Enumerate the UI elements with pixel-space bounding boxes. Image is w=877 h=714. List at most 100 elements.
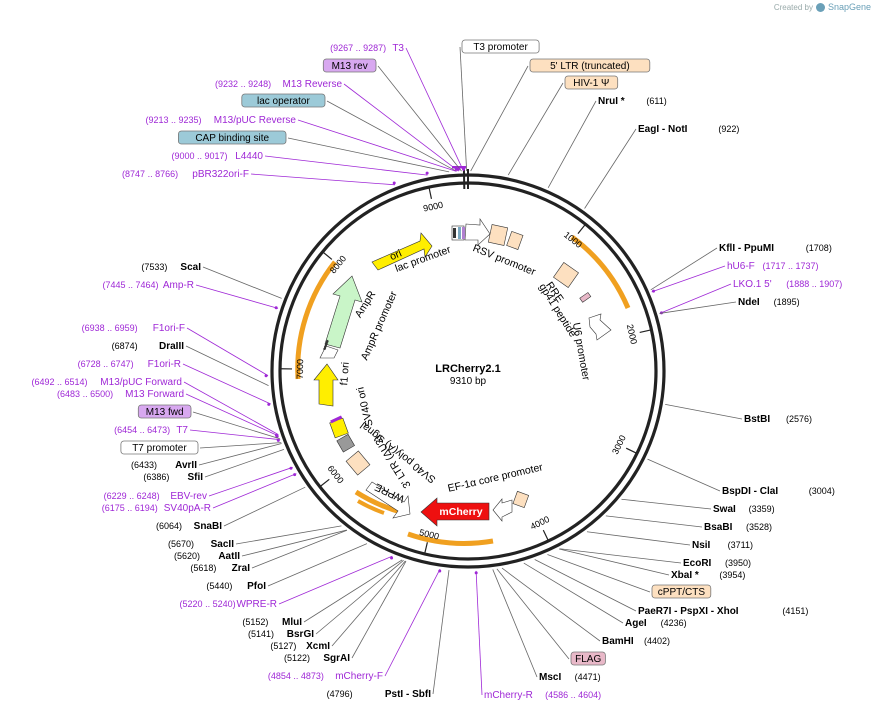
site-pos-8: (1895) — [774, 297, 800, 307]
feature-label-right-1: 5' LTR (truncated) — [550, 61, 630, 72]
tick-label-6000: 6000 — [325, 463, 345, 485]
feature-mcherry — [420, 497, 490, 527]
site-pos-l29: (5141) — [248, 629, 274, 639]
primer-range-l2: (9232 .. 9248) — [215, 79, 271, 89]
leader-left-33 — [432, 570, 450, 695]
primer-mark-f1 — [323, 339, 329, 351]
feature-arc-bla — [295, 260, 337, 380]
leader-left-20 — [208, 466, 293, 497]
primer-site-left-12 — [267, 402, 271, 406]
primer-site-left-20 — [289, 466, 293, 470]
leader-left-0 — [405, 47, 464, 172]
feature-label-left-17: T7 promoter — [132, 443, 187, 454]
primer-name-l32: mCherry-F — [335, 671, 383, 682]
site-name-18: AgeI — [625, 618, 647, 629]
primer-range-7: (1888 .. 1907) — [786, 279, 842, 289]
leader-left-5 — [287, 137, 450, 173]
site-pos-l22: (6064) — [156, 521, 182, 531]
leader-right-22 — [475, 570, 483, 696]
primer-range-l7: (8747 .. 8766) — [122, 169, 178, 179]
site-name-4: EagI - NotI — [638, 124, 688, 135]
feature-rre — [553, 262, 579, 288]
site-pos-10: (3004) — [809, 486, 835, 496]
leader-right-18 — [523, 562, 624, 624]
feature-label-right-20: FLAG — [575, 654, 601, 665]
site-name-l30: XcmI — [306, 641, 330, 652]
feature-label-box-right-0 — [461, 39, 540, 54]
site-name-13: NsiI — [692, 540, 711, 551]
leader-left-25 — [251, 529, 348, 569]
leader-right-17 — [534, 559, 637, 612]
primer-name-l27: WPRE-R — [236, 599, 277, 610]
leader-right-1 — [470, 65, 529, 172]
site-pos-21: (4471) — [575, 672, 601, 682]
primer-range-l14: (6483 .. 6500) — [57, 389, 113, 399]
leader-left-1 — [377, 65, 462, 172]
primer-range-l9: (7445 .. 7464) — [102, 280, 158, 290]
site-name-l23: SacII — [211, 539, 235, 550]
credit-watermark: Created by SnapGene — [774, 2, 871, 12]
site-pos-17: (4151) — [782, 606, 808, 616]
leader-left-6 — [264, 155, 428, 176]
tick-3000 — [625, 447, 638, 454]
site-pos-14: (3950) — [725, 558, 751, 568]
leader-right-0 — [459, 46, 468, 172]
leader-right-8 — [659, 301, 737, 314]
site-name-21: MscI — [539, 672, 561, 683]
feature-m13rev — [462, 227, 465, 239]
leader-left-7 — [250, 173, 395, 186]
feature-label-right-2: HIV-1 Ψ — [573, 78, 609, 89]
leader-left-14 — [185, 393, 280, 437]
primer-site-left-2 — [456, 167, 460, 171]
leader-right-6 — [651, 265, 726, 293]
primer-site-right-6 — [652, 289, 656, 293]
feature-label-box-right-2 — [564, 75, 619, 90]
site-name-l31: SgrAI — [323, 653, 350, 664]
inner-feature-label-12: EF-1α core promoter — [447, 461, 545, 495]
primer-site-left-4 — [454, 167, 458, 171]
primer-name-l14: M13 Forward — [125, 389, 184, 400]
primer-mark-top — [452, 166, 466, 169]
primer-name-l4: M13/pUC Reverse — [214, 115, 297, 126]
site-name-l29: BsrGI — [287, 629, 314, 640]
primer-range-l10: (6938 .. 6959) — [82, 323, 138, 333]
primer-range-l12: (6728 .. 6747) — [78, 359, 134, 369]
tick-label-5000: 5000 — [418, 527, 440, 541]
tick-label-4000: 4000 — [529, 514, 551, 532]
primer-name-6: hU6-F — [727, 261, 755, 272]
site-pos-l33: (4796) — [327, 689, 353, 699]
primer-mark-m13fwd — [330, 415, 343, 424]
site-pos-l8: (7533) — [141, 262, 167, 272]
primer-name-l13: M13/pUC Forward — [100, 377, 182, 388]
feature-wpre — [365, 481, 411, 519]
tick-6000 — [319, 478, 330, 488]
site-name-l26: PfoI — [247, 581, 266, 592]
feature-label-box-right-16 — [651, 584, 712, 599]
primer-site-left-6 — [425, 171, 429, 175]
site-name-19: BamHI — [602, 636, 634, 647]
primer-range-l16: (6454 .. 6473) — [114, 425, 170, 435]
feature-3ltr — [345, 450, 371, 476]
tick-9000 — [428, 186, 433, 199]
site-name-l8: ScaI — [180, 262, 201, 273]
site-pos-3: (611) — [646, 96, 666, 106]
leader-right-5 — [650, 247, 718, 291]
leader-right-15 — [559, 548, 670, 576]
site-name-9: BstBI — [744, 414, 770, 425]
site-name-12: BsaBI — [704, 522, 733, 533]
leader-left-8 — [202, 266, 282, 299]
plasmid-size: 9310 bp — [450, 376, 487, 387]
tick-label-7000: 7000 — [295, 359, 305, 379]
leader-left-32 — [384, 568, 441, 677]
primer-range-l27: (5220 .. 5240) — [180, 599, 236, 609]
site-pos-l28: (5152) — [242, 617, 268, 627]
site-pos-12: (3528) — [746, 522, 772, 532]
primer-range-l0: (9267 .. 9287) — [330, 43, 386, 53]
primer-site-left-9 — [274, 306, 278, 310]
feature-cppt — [512, 490, 530, 509]
site-name-11: SwaI — [713, 504, 736, 515]
feature-label-left-3: lac operator — [257, 96, 310, 107]
leader-right-12 — [605, 515, 703, 528]
tick-2000 — [639, 329, 652, 334]
